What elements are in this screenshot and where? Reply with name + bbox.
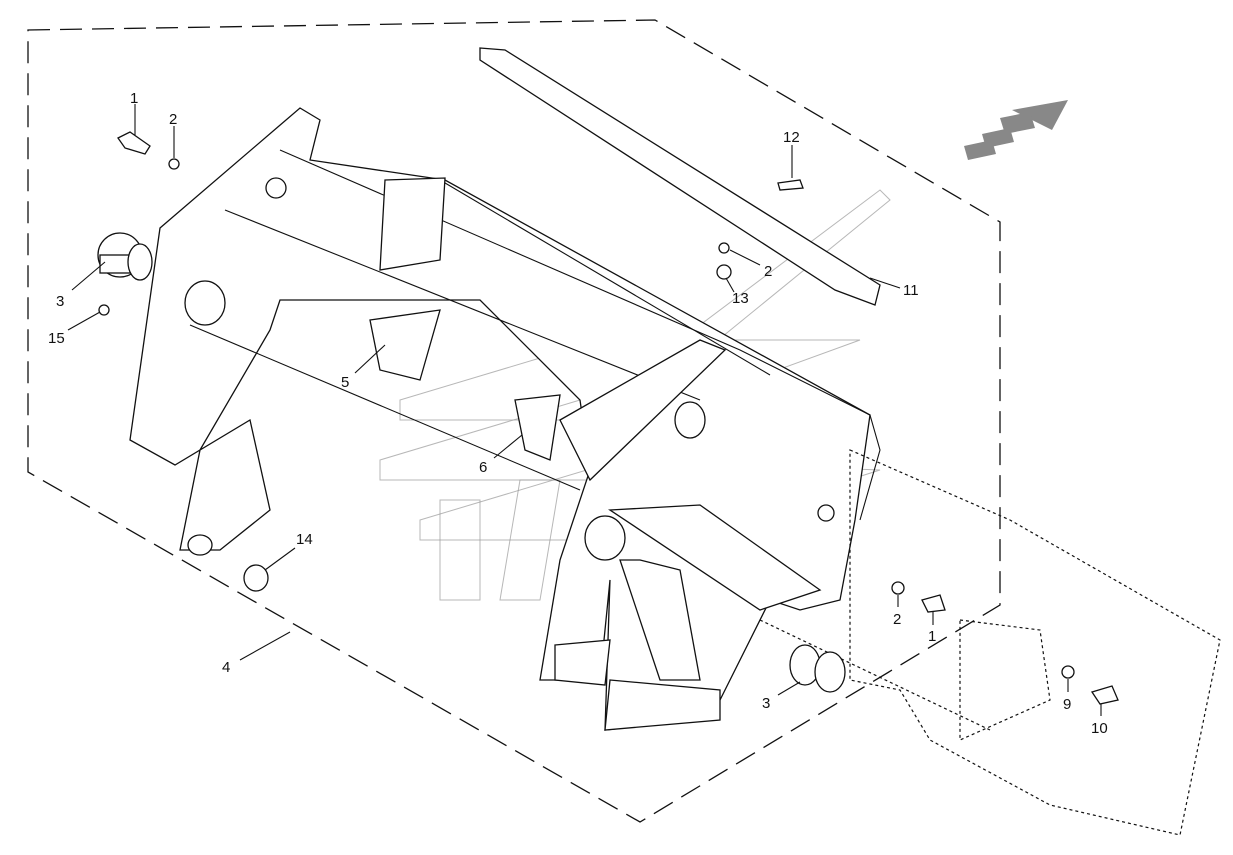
callout-6: 6 xyxy=(479,459,487,476)
washer xyxy=(718,242,730,254)
assembly-boundary xyxy=(27,19,1001,823)
bushing xyxy=(789,644,846,693)
callout-13: 13 xyxy=(732,290,749,307)
callout-2: 2 xyxy=(893,611,901,628)
top-plate xyxy=(479,47,881,306)
callout-9: 9 xyxy=(1063,696,1071,713)
grease-nipple xyxy=(98,304,110,316)
callout-15: 15 xyxy=(48,330,65,347)
main-frame xyxy=(129,107,871,731)
callout-2: 2 xyxy=(169,111,177,128)
direction-arrow-icon xyxy=(964,100,1068,160)
callout-5: 5 xyxy=(341,374,349,391)
nut xyxy=(817,504,835,522)
callout-12: 12 xyxy=(783,129,800,146)
callout-14: 14 xyxy=(296,531,313,548)
callout-11: 11 xyxy=(903,282,919,299)
bolt xyxy=(1090,685,1119,705)
callout-2: 2 xyxy=(764,263,772,280)
callout-1: 1 xyxy=(130,90,138,107)
washer xyxy=(891,581,905,595)
ring xyxy=(243,564,269,592)
callout-3: 3 xyxy=(762,695,770,712)
screw xyxy=(777,179,804,191)
washer xyxy=(168,158,180,170)
callout-1: 1 xyxy=(928,628,936,645)
dashed-adjacent-part xyxy=(849,449,1221,836)
callout-3: 3 xyxy=(56,293,64,310)
leader-lines xyxy=(67,104,1102,716)
nut xyxy=(716,264,732,280)
bolt xyxy=(117,131,151,155)
bushing xyxy=(97,232,153,281)
washer xyxy=(1061,665,1075,679)
callout-10: 10 xyxy=(1091,720,1108,737)
bolt xyxy=(921,594,946,613)
callout-4: 4 xyxy=(222,659,230,676)
